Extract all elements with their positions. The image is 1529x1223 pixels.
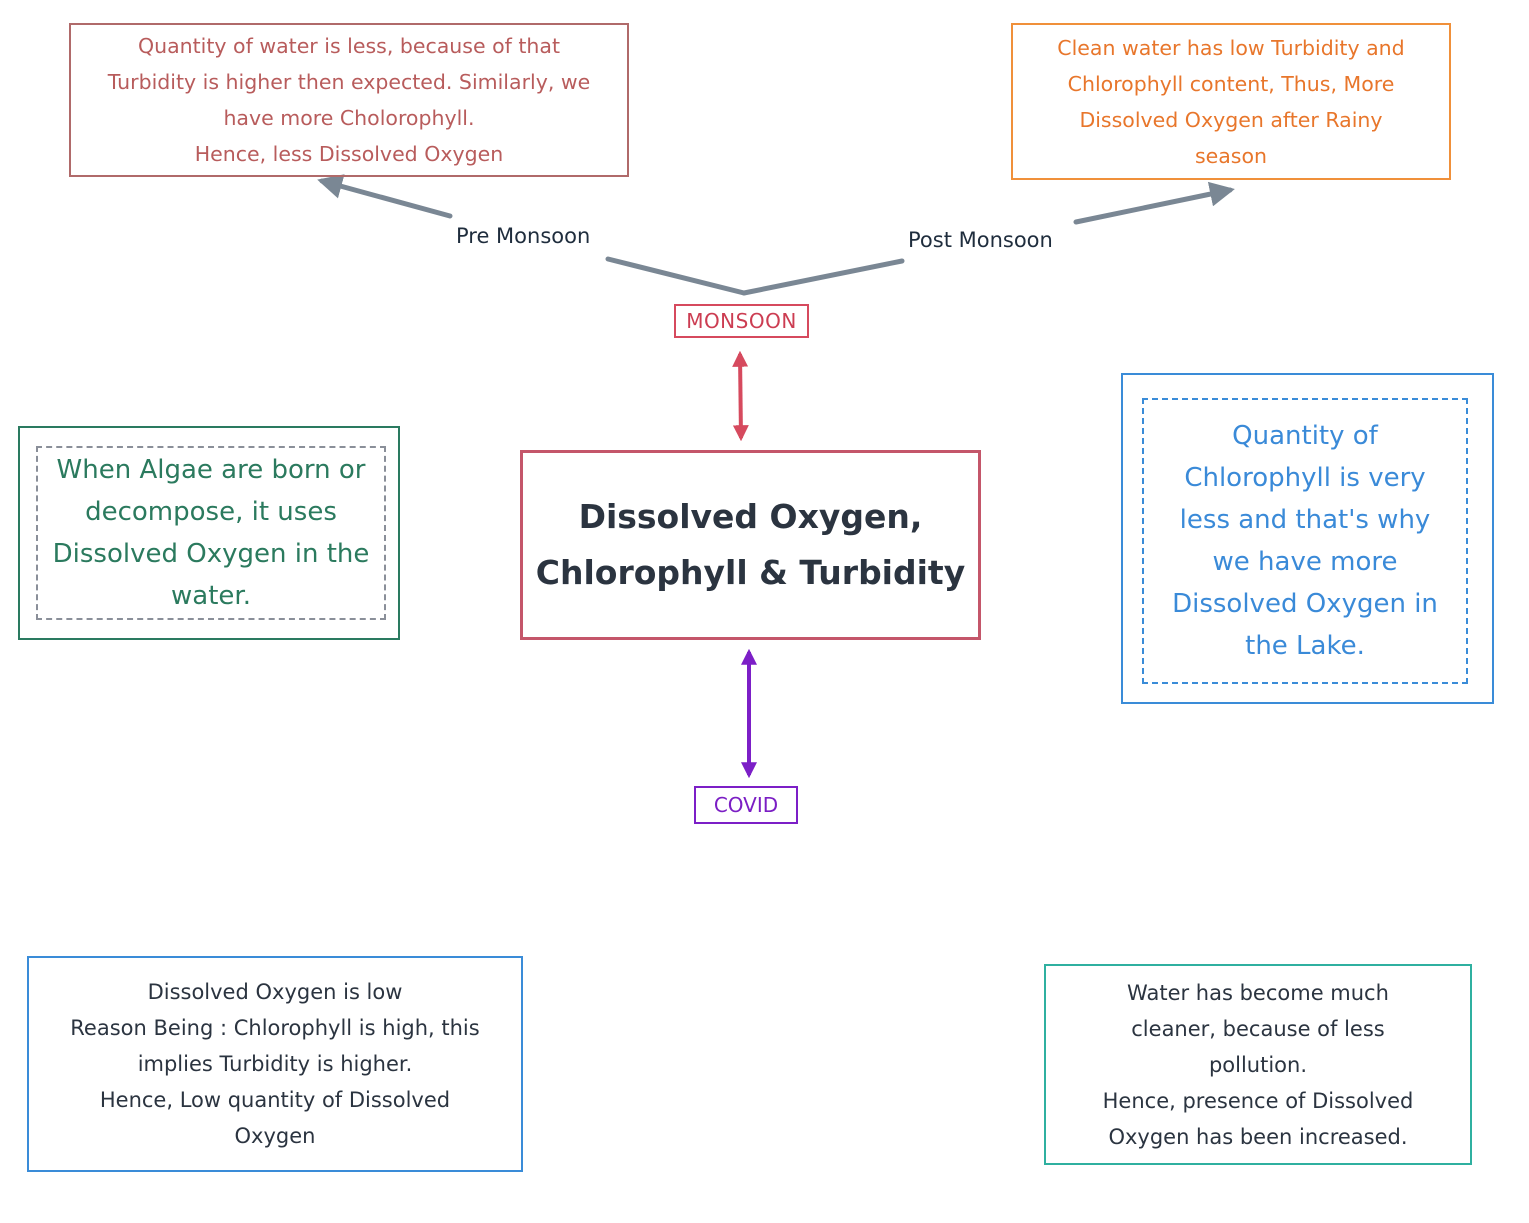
- covid-clean-water-note[interactable]: Water has become much cleaner, because o…: [1044, 964, 1472, 1165]
- monsoon-link-arrow: [732, 350, 749, 442]
- covid-clean-water-text: Water has become much cleaner, because o…: [1102, 980, 1414, 1149]
- pre-monsoon-note[interactable]: Quantity of water is less, because of th…: [69, 23, 629, 177]
- covid-low-oxygen-note[interactable]: Dissolved Oxygen is low Reason Being : C…: [27, 956, 523, 1172]
- pre-monsoon-label: Pre Monsoon: [452, 224, 595, 248]
- pre-monsoon-connector: [322, 181, 747, 296]
- monsoon-node[interactable]: MONSOON: [674, 304, 809, 338]
- central-topic-title: Dissolved Oxygen, Chlorophyll & Turbidit…: [535, 497, 966, 592]
- post-monsoon-note-text: Clean water has low Turbidity and Chloro…: [1057, 35, 1405, 168]
- pre-monsoon-note-text: Quantity of water is less, because of th…: [107, 34, 591, 166]
- lake-note-text: Quantity of Chlorophyll is very less and…: [1172, 421, 1438, 661]
- covid-node[interactable]: COVID: [694, 786, 798, 824]
- covid-node-label: COVID: [713, 793, 779, 817]
- lake-note[interactable]: Quantity of Chlorophyll is very less and…: [1121, 373, 1494, 704]
- post-monsoon-connector: [741, 190, 1230, 296]
- algae-note-text: When Algae are born or decompose, it use…: [52, 455, 370, 611]
- covid-low-oxygen-text: Dissolved Oxygen is low Reason Being : C…: [70, 980, 480, 1148]
- algae-note-inner: When Algae are born or decompose, it use…: [36, 446, 386, 620]
- central-topic-node[interactable]: Dissolved Oxygen, Chlorophyll & Turbidit…: [520, 450, 981, 640]
- algae-note[interactable]: When Algae are born or decompose, it use…: [18, 426, 400, 640]
- post-monsoon-label: Post Monsoon: [904, 228, 1057, 252]
- lake-note-inner: Quantity of Chlorophyll is very less and…: [1142, 398, 1468, 684]
- post-monsoon-note[interactable]: Clean water has low Turbidity and Chloro…: [1011, 23, 1451, 180]
- monsoon-node-label: MONSOON: [686, 309, 797, 333]
